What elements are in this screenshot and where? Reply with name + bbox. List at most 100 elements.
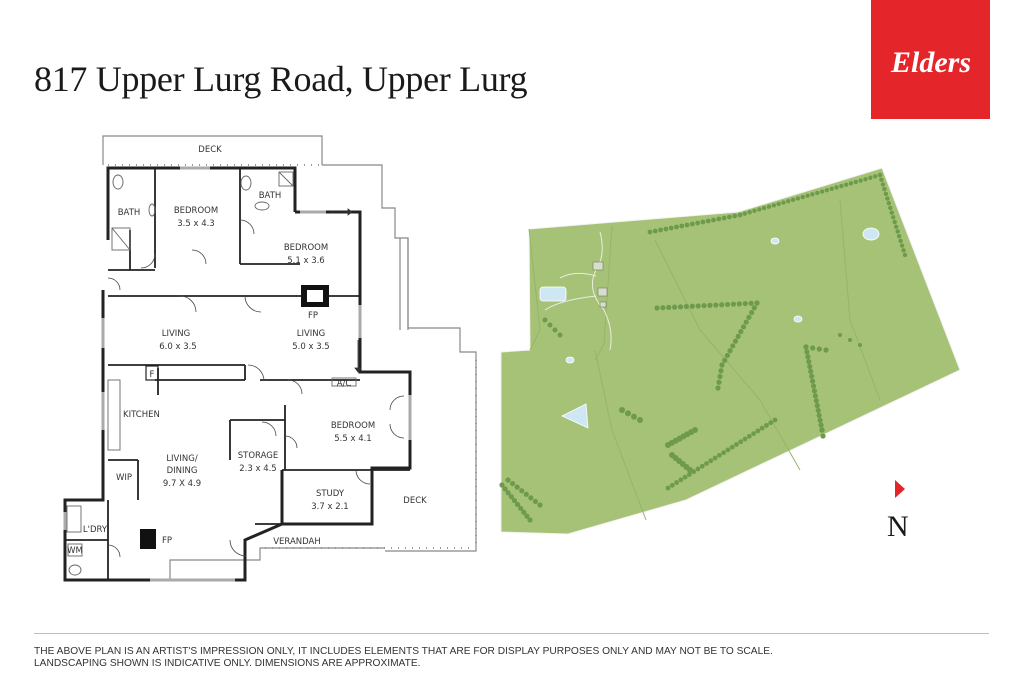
tree (895, 229, 900, 234)
tree (737, 212, 743, 218)
tree (888, 205, 893, 211)
tree (663, 226, 669, 232)
label-wm: WM (67, 546, 83, 556)
tree (532, 498, 539, 505)
label-living-1: LIVING (162, 329, 191, 339)
tree (514, 484, 520, 490)
tree (746, 433, 752, 439)
fridge-box (145, 365, 159, 381)
label-storage: STORAGE (238, 451, 278, 461)
tree (674, 480, 679, 485)
tree (722, 357, 728, 363)
tree (721, 215, 727, 221)
tree (757, 207, 762, 212)
tree (879, 177, 884, 182)
tree (752, 208, 757, 214)
tree (735, 333, 741, 339)
tree (678, 477, 684, 483)
tree (844, 182, 849, 187)
tree (721, 450, 727, 456)
tree (724, 352, 730, 359)
tree (537, 502, 543, 508)
tree (552, 327, 558, 333)
tree (727, 214, 732, 220)
tree (738, 439, 744, 445)
tree (749, 309, 755, 316)
label-study: STUDY (316, 489, 345, 499)
tree (542, 317, 548, 323)
tree (704, 461, 709, 466)
tree (768, 420, 774, 426)
tree (705, 218, 711, 224)
tree (886, 201, 892, 206)
tree (654, 305, 660, 311)
tree (502, 486, 508, 492)
elders-logo-wordmark: Elders (890, 46, 971, 79)
tree (740, 324, 747, 330)
tree (692, 427, 698, 433)
tree (742, 436, 748, 442)
label-study-dim: 3.7 x 2.1 (311, 502, 348, 512)
tree (820, 433, 826, 439)
tree (751, 305, 757, 311)
tree (776, 201, 781, 207)
tree (523, 491, 529, 497)
tree (652, 228, 658, 234)
tree (669, 482, 675, 488)
tree (679, 223, 685, 229)
label-bath-right: BATH (259, 191, 282, 201)
label-living-2-dim: 5.0 x 3.5 (292, 342, 329, 352)
tree (816, 412, 822, 418)
tree (811, 388, 818, 394)
tree (806, 359, 812, 365)
tree (524, 513, 530, 519)
label-wip: WIP (116, 473, 132, 483)
tree (718, 368, 724, 374)
tree (730, 301, 737, 307)
tree (509, 480, 516, 487)
tree (725, 447, 731, 453)
tree (819, 189, 825, 194)
label-bedroom-3-dim: 5.5 x 4.1 (334, 434, 371, 444)
tree (508, 494, 514, 500)
tree (724, 301, 731, 308)
disclaimer-line-1: THE ABOVE PLAN IS AN ARTIST'S IMPRESSION… (34, 646, 773, 657)
tree (684, 222, 690, 228)
tree (521, 509, 527, 515)
tree (823, 347, 829, 353)
tree (898, 238, 903, 244)
tree (764, 423, 769, 428)
tree (717, 373, 723, 380)
fireplace-top-opening (307, 290, 323, 302)
tree (746, 314, 752, 320)
tree (795, 196, 801, 201)
tree (885, 196, 890, 201)
tree (736, 301, 742, 307)
tree (707, 302, 713, 308)
tree (660, 305, 666, 311)
tree (625, 410, 631, 417)
tree (547, 322, 553, 328)
tree (666, 304, 672, 311)
tree (834, 185, 839, 190)
slide-arrows (330, 208, 362, 373)
label-fp-bottom: FP (162, 536, 172, 546)
tree (683, 303, 690, 310)
tree (631, 413, 637, 420)
tree (647, 229, 653, 235)
tree (719, 302, 725, 308)
tree (838, 333, 842, 337)
tree (674, 224, 679, 230)
driveway (544, 231, 612, 351)
label-bedroom-1-dim: 3.5 x 4.3 (177, 219, 214, 229)
tree (805, 354, 811, 360)
label-bedroom-2: BEDROOM (284, 243, 328, 253)
tree (808, 368, 814, 375)
tree (499, 482, 505, 488)
dams (539, 227, 880, 429)
label-deck-top: DECK (198, 145, 222, 155)
tree (858, 178, 863, 183)
label-living-2: LIVING (297, 329, 326, 339)
buildings (592, 261, 608, 308)
tree (813, 398, 819, 404)
